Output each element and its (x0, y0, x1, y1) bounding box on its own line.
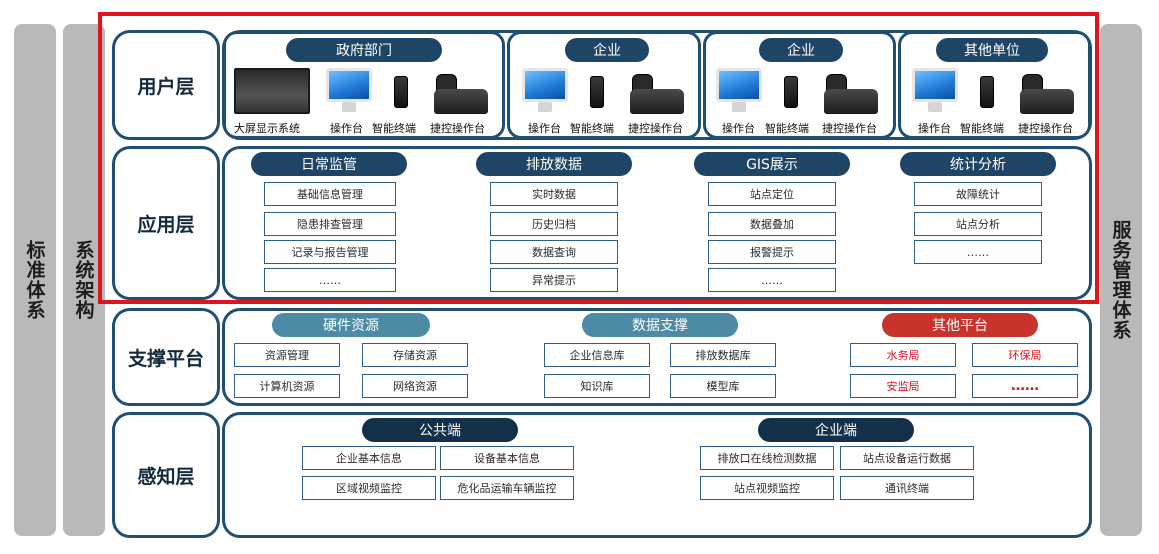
app-column-title-statistics: 统计分析 (900, 152, 1056, 176)
smart-terminal-icon (980, 76, 994, 108)
device-label: 智能终端 (960, 122, 1004, 135)
app-item: …… (914, 240, 1042, 264)
app-item: …… (708, 268, 836, 292)
large-screen-icon (234, 68, 310, 114)
device-label: 捷控操作台 (822, 122, 877, 135)
highlight-frame (98, 12, 1099, 304)
smart-terminal-icon (394, 76, 408, 108)
service-management-bar: 服务管理体系 (1100, 24, 1142, 536)
user-group-title-enterprise-1: 企业 (565, 38, 649, 62)
device-label: 智能终端 (372, 122, 416, 135)
app-item: 报警提示 (708, 240, 836, 264)
support-item: 知识库 (544, 374, 650, 398)
sense-item: 危化品运输车辆监控 (440, 476, 574, 500)
app-item: 数据查询 (490, 240, 618, 264)
workstation-icon (716, 68, 762, 112)
service-management-label: 服务管理体系 (1109, 220, 1132, 340)
app-item: 站点分析 (914, 212, 1042, 236)
app-item: 故障统计 (914, 182, 1042, 206)
app-item: 记录与报告管理 (264, 240, 396, 264)
workstation-icon (912, 68, 958, 112)
support-item: 水务局 (850, 343, 956, 367)
app-item: 站点定位 (708, 182, 836, 206)
app-item: 基础信息管理 (264, 182, 396, 206)
support-item: 模型库 (670, 374, 776, 398)
support-item: 企业信息库 (544, 343, 650, 367)
workstation-icon (326, 68, 372, 112)
app-item: 历史归档 (490, 212, 618, 236)
workstation-icon (522, 68, 568, 112)
app-item: 异常提示 (490, 268, 618, 292)
sense-item: 通讯终端 (840, 476, 974, 500)
device-label: 操作台 (528, 122, 561, 135)
smart-terminal-icon (784, 76, 798, 108)
desk-phone-icon (434, 74, 488, 114)
sense-group-title-enterprise: 企业端 (758, 418, 914, 442)
device-label: 操作台 (722, 122, 755, 135)
app-item: 实时数据 (490, 182, 618, 206)
device-label: 捷控操作台 (1018, 122, 1073, 135)
support-item: 计算机资源 (234, 374, 340, 398)
support-item: 网络资源 (362, 374, 468, 398)
desk-phone-icon (1020, 74, 1074, 114)
support-item: 资源管理 (234, 343, 340, 367)
user-layer-label: 用户层 (112, 30, 220, 140)
support-layer-label: 支撑平台 (112, 308, 220, 406)
user-group-title-other-units: 其他单位 (936, 38, 1048, 62)
desk-phone-icon (630, 74, 684, 114)
support-item: 安监局 (850, 374, 956, 398)
desk-phone-icon (824, 74, 878, 114)
standard-system-label: 标准体系 (23, 240, 46, 320)
device-label: 操作台 (330, 122, 363, 135)
app-column-title-emission: 排放数据 (476, 152, 632, 176)
sense-layer-label: 感知层 (112, 412, 220, 538)
device-label: 捷控操作台 (430, 122, 485, 135)
device-label: 操作台 (918, 122, 951, 135)
device-label: 捷控操作台 (628, 122, 683, 135)
sense-group-title-public: 公共端 (362, 418, 518, 442)
app-column-title-gis: GIS展示 (694, 152, 850, 176)
support-group-title-data: 数据支撑 (582, 313, 738, 337)
sense-layer-box (222, 412, 1092, 538)
sense-item: 站点设备运行数据 (840, 446, 974, 470)
system-architecture-label: 系统架构 (72, 240, 95, 320)
device-label: 大屏显示系统 (234, 122, 300, 135)
support-item: 存储资源 (362, 343, 468, 367)
sense-item: 区域视频监控 (302, 476, 436, 500)
support-group-title-hardware: 硬件资源 (272, 313, 430, 337)
sense-item: 设备基本信息 (440, 446, 574, 470)
user-group-title-government: 政府部门 (286, 38, 442, 62)
sense-item: 站点视频监控 (700, 476, 834, 500)
support-item: 环保局 (972, 343, 1078, 367)
smart-terminal-icon (590, 76, 604, 108)
sense-item: 企业基本信息 (302, 446, 436, 470)
support-item: 排放数据库 (670, 343, 776, 367)
standard-system-bar: 标准体系 (14, 24, 56, 536)
device-label: 智能终端 (570, 122, 614, 135)
app-column-title-daily: 日常监管 (251, 152, 407, 176)
support-item: …… (972, 374, 1078, 398)
app-item: 数据叠加 (708, 212, 836, 236)
user-group-title-enterprise-2: 企业 (759, 38, 843, 62)
app-item: 隐患排查管理 (264, 212, 396, 236)
sense-item: 排放口在线检测数据 (700, 446, 834, 470)
app-layer-label: 应用层 (112, 146, 220, 300)
app-item: …… (264, 268, 396, 292)
support-group-title-other: 其他平台 (882, 313, 1038, 337)
device-label: 智能终端 (765, 122, 809, 135)
